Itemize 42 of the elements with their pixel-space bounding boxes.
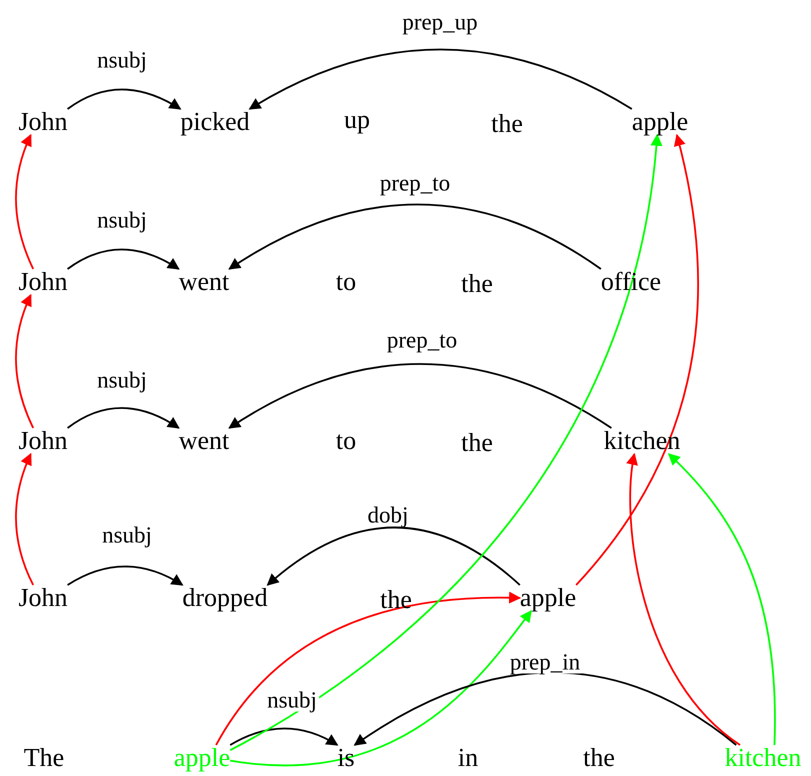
dependency-arrow bbox=[67, 248, 180, 270]
dependency-arrow bbox=[228, 363, 612, 429]
word: dropped bbox=[182, 585, 268, 611]
word: John bbox=[18, 585, 68, 611]
word: the bbox=[461, 271, 493, 297]
word: in bbox=[458, 745, 478, 771]
dependency-arrow bbox=[67, 88, 182, 110]
word: John bbox=[18, 428, 68, 454]
dependency-arrow bbox=[248, 48, 632, 110]
word: kitchen bbox=[724, 745, 802, 771]
word: John bbox=[18, 109, 68, 135]
word: up bbox=[344, 107, 370, 133]
word: John bbox=[18, 269, 68, 295]
dependency-arrow bbox=[626, 452, 741, 746]
dependency-arrow bbox=[67, 407, 180, 429]
dependency-arrow bbox=[668, 453, 776, 746]
word: The bbox=[24, 745, 64, 771]
word: apple bbox=[632, 109, 688, 135]
word: the bbox=[583, 745, 615, 771]
word: apple bbox=[520, 585, 576, 611]
dependency-arrow bbox=[230, 728, 338, 746]
word: apple bbox=[174, 745, 230, 771]
word: the bbox=[380, 587, 412, 613]
dependency-arrow bbox=[230, 610, 532, 766]
dependency-arrow bbox=[354, 672, 737, 746]
word: the bbox=[491, 111, 523, 137]
word: went bbox=[178, 269, 230, 295]
edge-label: nsubj bbox=[265, 688, 319, 712]
dependency-arrow bbox=[15, 452, 34, 586]
word: picked bbox=[180, 109, 250, 135]
word: to bbox=[336, 269, 356, 295]
dependency-arrow bbox=[266, 526, 520, 586]
dependency-arrow bbox=[230, 134, 662, 751]
word: to bbox=[336, 428, 356, 454]
dependency-arrow bbox=[15, 294, 34, 428]
dependency-arrow bbox=[67, 566, 184, 586]
dependency-arrow bbox=[15, 134, 34, 270]
word: went bbox=[178, 428, 230, 454]
dependency-arrow bbox=[228, 204, 602, 270]
dependency-arrow bbox=[215, 592, 522, 746]
word: the bbox=[461, 430, 493, 456]
dependency-arrow bbox=[575, 134, 699, 586]
